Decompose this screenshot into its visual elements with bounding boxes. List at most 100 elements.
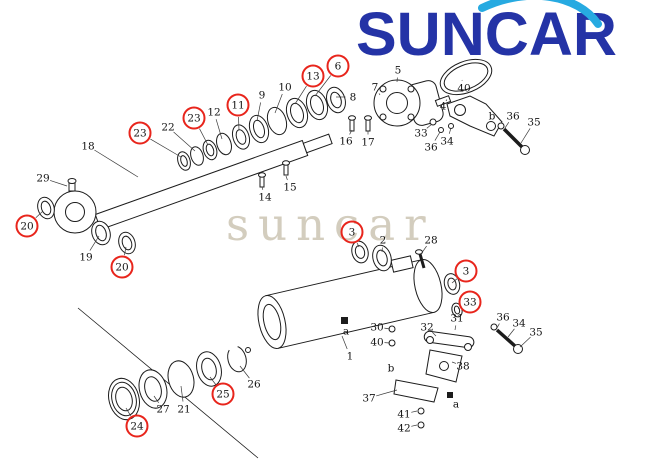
callout-16: 16 bbox=[339, 129, 353, 148]
dust-seal-ring bbox=[37, 196, 55, 220]
leader-line bbox=[451, 278, 458, 284]
seal-kit-highlight-circle bbox=[211, 382, 235, 406]
callout-26: 26 bbox=[239, 365, 261, 391]
rod-threaded-tip bbox=[302, 133, 333, 154]
leader-line bbox=[341, 335, 348, 350]
dust-seal-ring bbox=[118, 231, 136, 255]
part-number-label: 23 bbox=[133, 128, 146, 140]
seal-kit-highlight-circle bbox=[182, 106, 206, 130]
leader-line bbox=[496, 323, 500, 329]
piston bbox=[372, 244, 392, 272]
leader-line bbox=[378, 93, 381, 96]
part-number-label: 38 bbox=[456, 361, 469, 373]
part-number-label: 35 bbox=[529, 327, 542, 339]
callout-15: 15 bbox=[283, 175, 297, 194]
leader-line bbox=[89, 235, 100, 251]
tube-open-end bbox=[257, 295, 287, 349]
callout-9: 9 bbox=[256, 90, 266, 122]
part-number-label: 9 bbox=[259, 90, 266, 102]
callout-2: 2 bbox=[380, 235, 387, 253]
leader-line bbox=[432, 332, 437, 337]
part-number-label: 1 bbox=[347, 351, 354, 363]
callout-41: 41 bbox=[397, 409, 418, 421]
callout-34: 34 bbox=[507, 318, 526, 338]
part-number-label: 12 bbox=[207, 107, 220, 119]
seal-kit-highlight-circle bbox=[125, 414, 149, 438]
callout-b: b bbox=[489, 111, 496, 123]
part-number-label: 6 bbox=[335, 61, 342, 73]
callout-20: 20 bbox=[110, 246, 134, 279]
part-number-label: 30 bbox=[370, 322, 383, 334]
callout-a: a bbox=[343, 326, 349, 338]
section-marker-a2 bbox=[447, 392, 453, 398]
mount-bolt bbox=[502, 127, 524, 149]
callout-42: 42 bbox=[397, 423, 418, 435]
mount-bolt bbox=[495, 328, 517, 348]
leader-line bbox=[238, 116, 240, 131]
callout-12: 12 bbox=[207, 107, 223, 140]
leader-line bbox=[426, 123, 433, 129]
callout-13: 13 bbox=[294, 64, 325, 105]
leader-line bbox=[94, 149, 139, 178]
callout-37: 37 bbox=[362, 389, 398, 405]
part-number-label: 41 bbox=[397, 409, 410, 421]
part-number-label: 27 bbox=[156, 404, 169, 416]
cylinder-tube bbox=[265, 259, 435, 349]
callout-40: 40 bbox=[370, 337, 391, 349]
seal-kit-highlight-circle bbox=[301, 64, 325, 88]
part-number-label: 3 bbox=[463, 266, 470, 278]
part-number-label: 25 bbox=[216, 389, 229, 401]
part-number-label: 35 bbox=[527, 117, 540, 129]
callout-b: b bbox=[388, 363, 395, 375]
callout-35: 35 bbox=[519, 327, 543, 348]
callout-4: 4 bbox=[440, 99, 448, 113]
callout-10: 10 bbox=[274, 82, 292, 114]
part-number-label: 8 bbox=[350, 92, 357, 104]
port-boss bbox=[390, 255, 414, 273]
link-arm bbox=[423, 330, 475, 349]
leader-line bbox=[199, 128, 209, 146]
callout-36: 36 bbox=[504, 111, 520, 129]
callout-24: 24 bbox=[125, 407, 149, 438]
section-marker-a bbox=[341, 317, 348, 324]
cover-plate bbox=[393, 379, 439, 403]
leader-line bbox=[209, 376, 216, 385]
callout-3: 3 bbox=[451, 259, 478, 284]
leader-line bbox=[520, 128, 531, 144]
callout-11: 11 bbox=[226, 93, 250, 131]
watermark: suncar bbox=[226, 198, 435, 251]
part-number-label: 11 bbox=[231, 100, 244, 112]
leader-line bbox=[173, 131, 196, 152]
part-number-label: 24 bbox=[130, 421, 144, 433]
leader-line bbox=[215, 119, 223, 140]
leader-line bbox=[285, 175, 288, 181]
part-number-label: 26 bbox=[247, 379, 261, 391]
leader-line bbox=[448, 127, 452, 134]
callout-17: 17 bbox=[361, 131, 375, 149]
callout-1: 1 bbox=[341, 335, 354, 363]
part-number-label: 3 bbox=[349, 227, 356, 239]
callout-3: 3 bbox=[340, 220, 364, 248]
leader-line bbox=[150, 138, 182, 158]
part-number-label: 23 bbox=[187, 113, 200, 125]
part-number-label: 34 bbox=[512, 318, 526, 330]
part-number-label: a bbox=[343, 326, 349, 338]
callout-40: 40 bbox=[457, 79, 471, 95]
callout-23: 23 bbox=[128, 121, 182, 158]
leader-line bbox=[434, 131, 441, 141]
callout-28: 28 bbox=[420, 235, 438, 255]
leader-line bbox=[125, 407, 131, 416]
part-number-label: 16 bbox=[339, 136, 353, 148]
part-number-label: 2 bbox=[380, 235, 387, 247]
part-number-label: 29 bbox=[36, 173, 49, 185]
leader-line bbox=[49, 180, 68, 187]
part-number-label: 13 bbox=[306, 71, 319, 83]
part-number-label: 14 bbox=[258, 192, 272, 204]
part-number-label: 34 bbox=[440, 136, 454, 148]
leader-line bbox=[384, 327, 391, 330]
leader-line bbox=[504, 122, 510, 129]
sheet-boundary-line bbox=[77, 307, 259, 459]
part-number-label: a bbox=[453, 399, 459, 411]
